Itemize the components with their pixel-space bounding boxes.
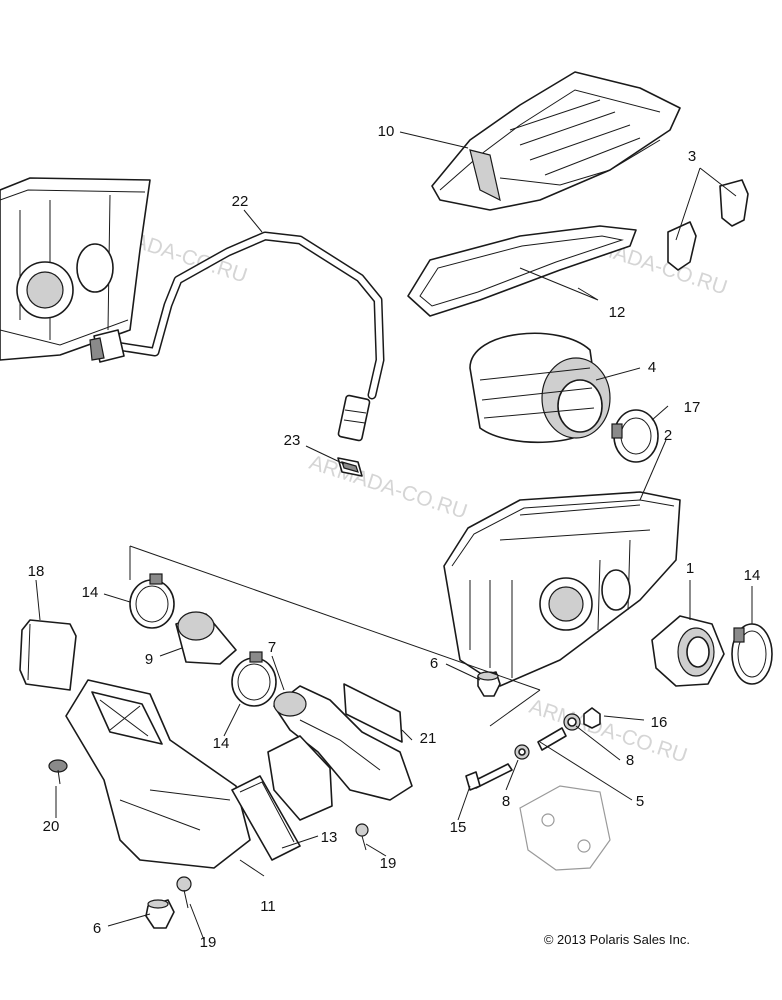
left-clamp [129,573,175,629]
watermarks: ARMADA-CO.RU ARMADA-CO.RU ARMADA-CO.RU A… [86,215,730,768]
watermark-4: ARMADA-CO.RU [526,695,690,768]
pre-filter-pad [19,619,77,691]
cover-clips [667,179,749,271]
vent-tube [89,231,385,442]
intake-snorkel [65,679,251,869]
callout-23: 23 [284,432,301,449]
callout-12: 12 [609,304,626,321]
callout-17: 17 [684,399,701,416]
callout-15: 15 [450,819,467,836]
callout-6-upper: 6 [430,655,438,672]
screw-20 [48,759,68,785]
assembly-frame-lines [129,545,541,727]
callout-3: 3 [688,148,696,165]
callout-19-upper: 19 [380,855,397,872]
label-decal [343,683,403,743]
callout-14-right: 14 [744,567,761,584]
callout-8-right: 8 [626,752,634,769]
callout-14-middle: 14 [213,735,230,752]
leader-lines [35,131,753,941]
callout-2: 2 [664,427,672,444]
intake-coupler [651,615,725,687]
mount-hardware [465,707,601,791]
callout-14-left: 14 [82,584,99,601]
callout-6-lower: 6 [93,920,101,937]
callout-16: 16 [651,714,668,731]
airbox-gasket [407,225,637,317]
callout-1: 1 [686,560,694,577]
callout-20: 20 [43,818,60,835]
intake-sleeve [175,611,237,665]
callout-22: 22 [232,193,249,210]
grommet-upper [477,671,501,697]
duct-adapter [231,735,333,861]
callout-18: 18 [28,563,45,580]
callout-4: 4 [648,359,656,376]
filter-clamp [611,409,659,463]
right-clamp [731,623,773,685]
airbox-cover [431,71,681,211]
callout-9: 9 [145,651,153,668]
middle-clamp [231,651,277,707]
callout-19-lower: 19 [200,934,217,951]
air-filter [469,332,611,444]
callout-13: 13 [321,829,338,846]
airbox-base [443,491,681,687]
callout-21: 21 [420,730,437,747]
callout-8-left: 8 [502,793,510,810]
callout-11: 11 [260,898,276,915]
callout-5: 5 [636,793,644,810]
left-airbox-partial [0,177,151,361]
mount-bracket [519,785,611,871]
callouts: 10 3 22 12 4 17 23 2 18 14 1 14 9 7 6 16… [28,123,761,951]
copyright-text: © 2013 Polaris Sales Inc. [544,932,690,947]
watermark-3: ARMADA-CO.RU [306,451,470,524]
screw-19-lower [176,876,192,909]
grommet-lower [145,899,175,929]
small-clip [337,457,363,477]
intake-duct [273,685,413,801]
screw-19-upper [355,823,369,851]
callout-10: 10 [378,123,395,140]
callout-7: 7 [268,639,276,656]
